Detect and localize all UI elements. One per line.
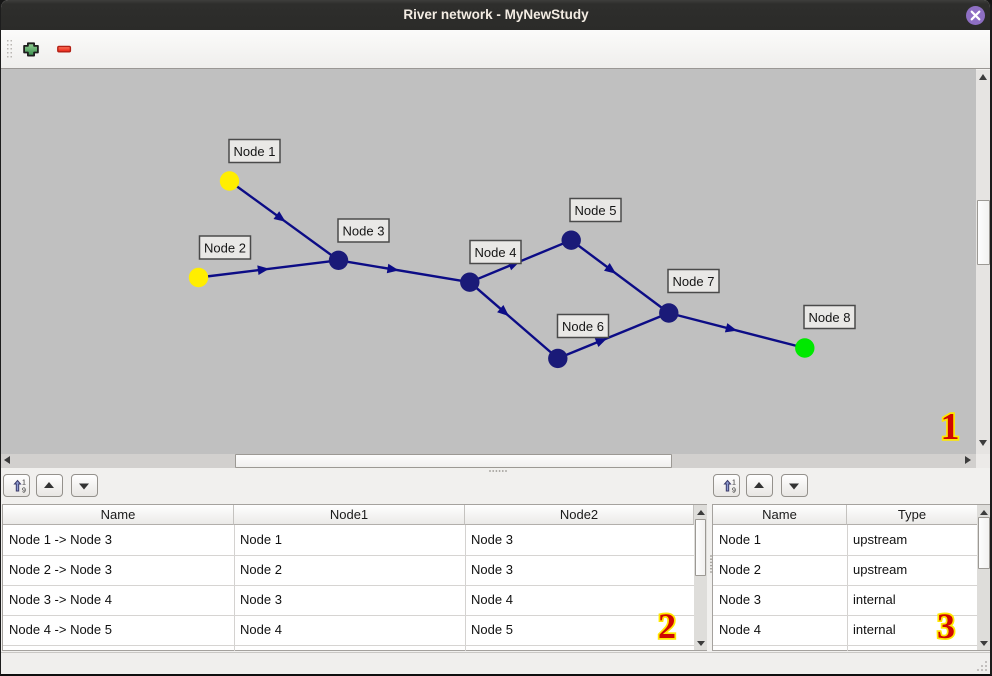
svg-text:Node 4: Node 4 <box>475 245 517 260</box>
svg-text:9: 9 <box>732 488 736 495</box>
svg-text:Node 6: Node 6 <box>562 319 604 334</box>
svg-text:9: 9 <box>22 488 26 495</box>
svg-text:1: 1 <box>732 480 736 487</box>
svg-text:1: 1 <box>22 480 26 487</box>
svg-text:2: 2 <box>658 606 676 645</box>
svg-text:Node 2: Node 2 <box>204 241 246 256</box>
svg-text:Node 3: Node 3 <box>343 224 385 239</box>
svg-text:3: 3 <box>937 606 955 645</box>
svg-text:Node 1: Node 1 <box>234 144 276 159</box>
svg-text:1: 1 <box>941 406 960 448</box>
svg-text:Node 5: Node 5 <box>575 203 617 218</box>
svg-text:Node 8: Node 8 <box>809 310 851 325</box>
svg-text:Node 7: Node 7 <box>673 274 715 289</box>
